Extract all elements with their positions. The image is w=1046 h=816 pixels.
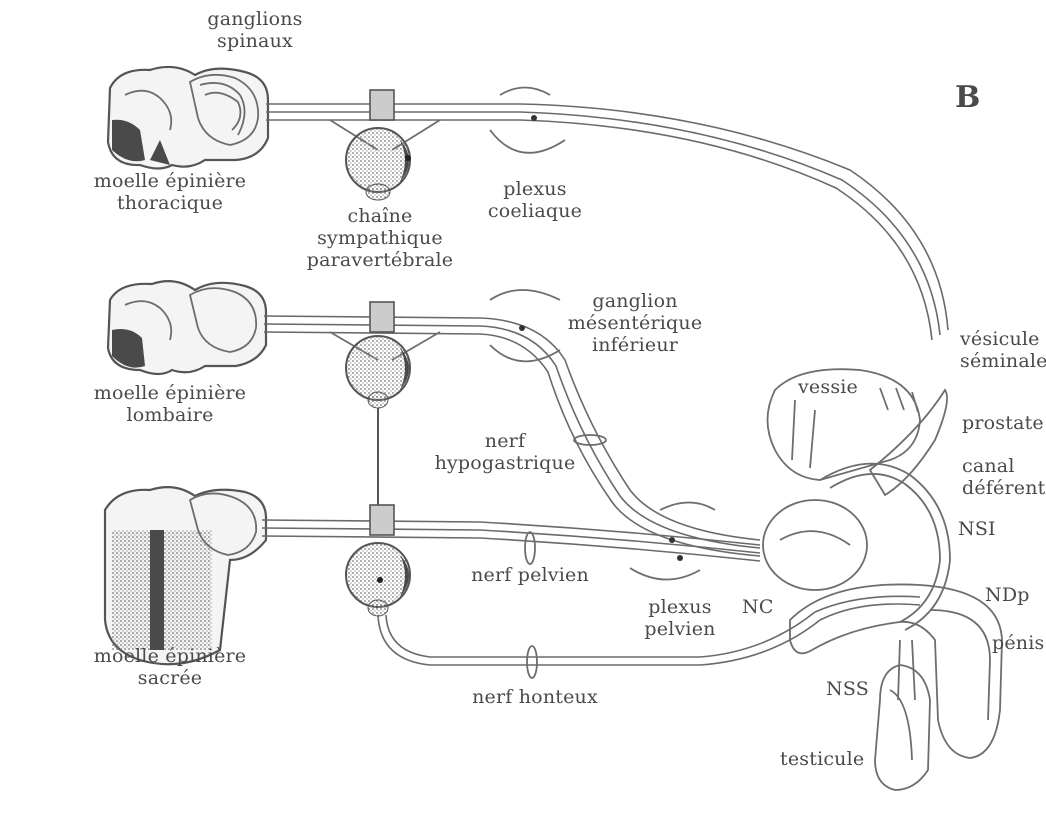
- label-chaine-line3: paravertébrale: [300, 249, 460, 271]
- label-moelle-sacree: moelle épinière sacrée: [70, 645, 270, 689]
- spinal-cord-thoracic: [108, 67, 268, 169]
- label-vessie: vessie: [798, 376, 858, 398]
- label-moelle-lombaire: moelle épinière lombaire: [70, 382, 270, 426]
- label-prostate: prostate: [962, 412, 1044, 434]
- label-nerf-hypogastrique: nerf hypogastrique: [430, 430, 580, 474]
- label-nerf-hypogastrique-line2: hypogastrique: [430, 452, 580, 474]
- label-nerf-pelvien: nerf pelvien: [460, 564, 600, 586]
- label-moelle-lombaire-line1: moelle épinière: [70, 382, 270, 404]
- label-nc: NC: [742, 596, 774, 618]
- label-chaine-line1: chaîne: [300, 205, 460, 227]
- label-moelle-sacree-line1: moelle épinière: [70, 645, 270, 667]
- seminal-vesicle: [870, 390, 947, 495]
- label-moelle-thoracique: moelle épinière thoracique: [70, 170, 270, 214]
- label-ganglions-spinaux-line2: spinaux: [190, 30, 320, 52]
- label-chaine-sympathique: chaîne sympathique paravertébrale: [300, 205, 460, 271]
- label-moelle-thoracique-line2: thoracique: [70, 192, 270, 214]
- label-nerf-hypogastrique-line1: nerf: [430, 430, 580, 452]
- label-vesicule-line1: vésicule: [960, 328, 1046, 350]
- sympathetic-ganglion-thoracic: [346, 128, 411, 200]
- pudendal-nerve-marker: [527, 646, 537, 678]
- label-ganglions-spinaux: ganglions spinaux: [190, 8, 320, 52]
- label-nerf-honteux: nerf honteux: [460, 686, 610, 708]
- label-nss: NSS: [826, 678, 869, 700]
- label-plexus-pelvien-line1: plexus: [625, 596, 735, 618]
- figure-letter: B: [955, 80, 980, 115]
- label-ganglion-mesenterique-line3: inférieur: [560, 334, 710, 356]
- label-ganglion-mesenterique-line1: ganglion: [560, 290, 710, 312]
- pelvic-nerve-marker: [525, 532, 535, 564]
- prostate: [763, 500, 867, 590]
- label-ganglion-mesenterique-line2: mésentérique: [560, 312, 710, 334]
- spinal-cord-sacral: [105, 487, 266, 664]
- label-canal-line2: déférent: [962, 477, 1045, 499]
- label-ganglions-spinaux-line1: ganglions: [190, 8, 320, 30]
- label-plexus-coeliaque-line2: coeliaque: [480, 200, 590, 222]
- sympathetic-ganglion-lumbar: [346, 336, 410, 408]
- label-vesicule-seminale: vésicule séminale: [960, 328, 1046, 372]
- label-plexus-pelvien-line2: pelvien: [625, 618, 735, 640]
- label-plexus-coeliaque-line1: plexus: [480, 178, 590, 200]
- label-plexus-coeliaque: plexus coeliaque: [480, 178, 590, 222]
- label-moelle-thoracique-line1: moelle épinière: [70, 170, 270, 192]
- testicle: [875, 665, 930, 790]
- label-ganglion-mesenterique: ganglion mésentérique inférieur: [560, 290, 710, 356]
- label-vesicule-line2: séminale: [960, 350, 1046, 372]
- label-ndp: NDp: [985, 584, 1030, 606]
- penis: [790, 584, 1002, 758]
- label-moelle-lombaire-line2: lombaire: [70, 404, 270, 426]
- inferior-mesenteric-ganglion: [490, 290, 560, 361]
- sympathetic-ganglion-sacral: [346, 543, 410, 616]
- label-chaine-line2: sympathique: [300, 227, 460, 249]
- label-nsi: NSI: [958, 518, 996, 540]
- label-canal-line1: canal: [962, 455, 1045, 477]
- label-moelle-sacree-line2: sacrée: [70, 667, 270, 689]
- label-penis: pénis: [992, 632, 1044, 654]
- label-canal-deferent: canal déférent: [962, 455, 1045, 499]
- label-testicule: testicule: [780, 748, 864, 770]
- label-plexus-pelvien: plexus pelvien: [625, 596, 735, 640]
